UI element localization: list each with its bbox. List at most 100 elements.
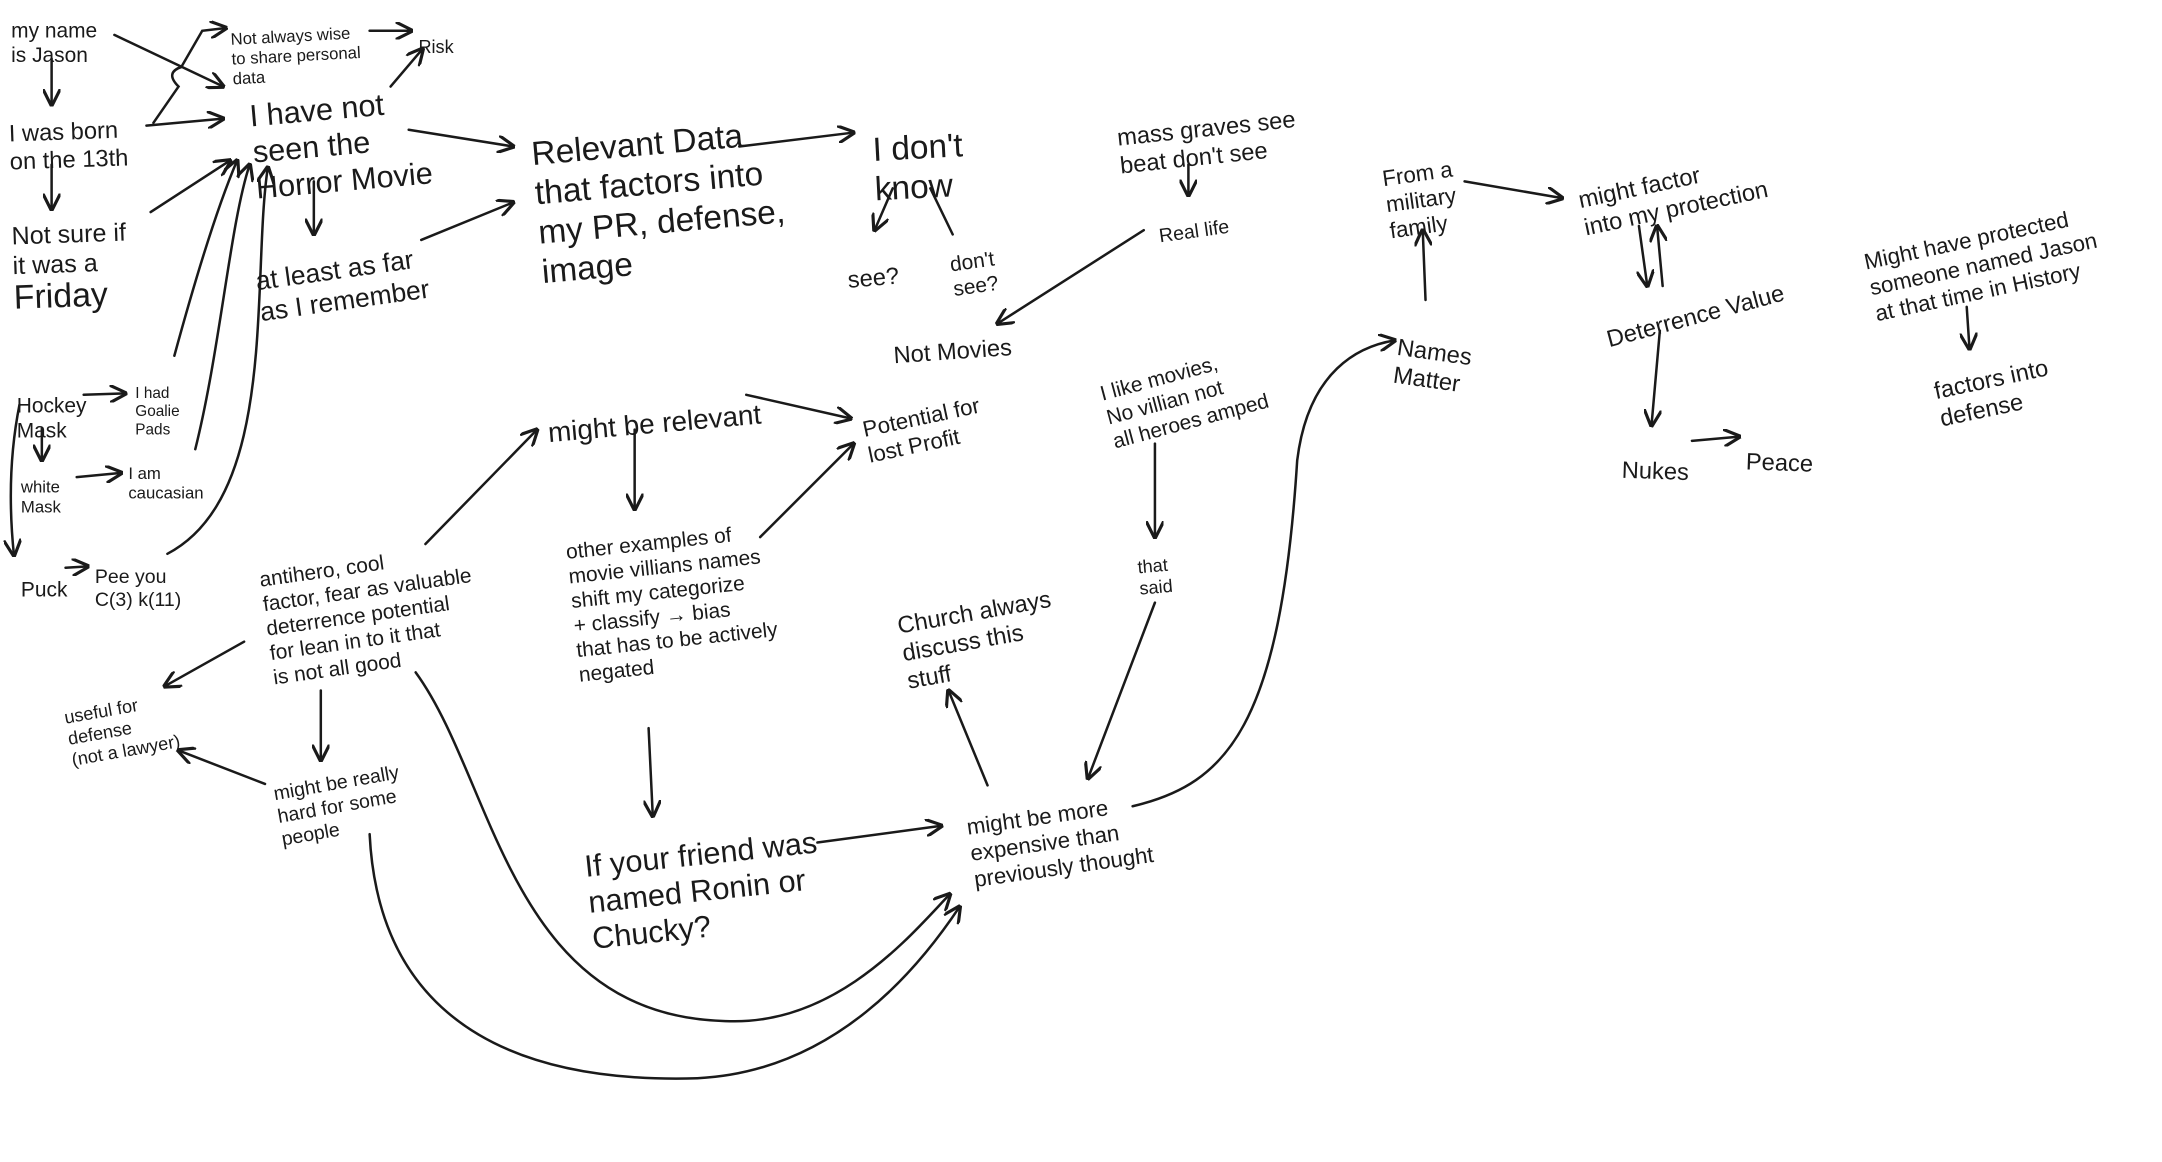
node-line: it was a xyxy=(12,249,98,280)
node-line: C(3) k(11) xyxy=(95,589,181,611)
arrow-goalie-to-not-seen xyxy=(173,160,237,357)
arrow-deterrence-to-might-factor xyxy=(1657,226,1663,288)
arrow-antihero-to-expensive xyxy=(414,671,950,1023)
node-line: I am xyxy=(128,464,161,483)
node-line: might be relevant xyxy=(547,399,763,449)
arrow-military-to-might-factor xyxy=(1463,180,1563,198)
node-line: know xyxy=(874,167,955,208)
arrow-caucasian-to-not-seen xyxy=(194,165,249,451)
arrow-friday-to-not-seen xyxy=(149,160,231,214)
node-not-seen: I have notseen theHorror Movie xyxy=(248,83,434,206)
arrow-antihero-to-useful xyxy=(165,640,246,687)
node-line: Mask xyxy=(17,419,67,442)
node-line: Risk xyxy=(418,37,454,57)
node-other-examples: other examples ofmovie villians namesshi… xyxy=(565,520,782,687)
node-might-factor: might factorinto my protection xyxy=(1576,163,1770,242)
node-text: I don'tknow xyxy=(872,127,967,208)
node-line: on the 13th xyxy=(9,145,128,175)
node-risk: Risk xyxy=(418,37,454,57)
node-peace: Peace xyxy=(1745,449,1813,477)
node-line: said xyxy=(1139,576,1174,599)
node-text: Real life xyxy=(1158,216,1231,248)
node-line: Mask xyxy=(21,497,62,516)
node-line: stuff xyxy=(905,661,954,694)
node-text: NamesMatter xyxy=(1391,335,1473,399)
node-text: I have notseen theHorror Movie xyxy=(248,83,434,205)
arrow-not-seen-to-risk xyxy=(389,49,423,88)
node-deterrence: Deterrence Value xyxy=(1604,281,1787,353)
arrow-pee-you-to-not-seen xyxy=(166,167,267,556)
arrow-expensive-to-church xyxy=(948,690,989,787)
node-protected: Might have protectedsomeone named Jasona… xyxy=(1862,207,2099,326)
node-text: other examples ofmovie villians namesshi… xyxy=(565,520,782,687)
node-line: Puck xyxy=(21,579,68,602)
arrow-friend-to-expensive xyxy=(816,826,941,844)
node-nukes: Nukes xyxy=(1621,458,1689,486)
node-text: Nukes xyxy=(1621,458,1689,486)
arrow-real-life-to-not-movies xyxy=(997,228,1146,323)
arrow-other-to-friend xyxy=(649,726,653,816)
node-text: I was bornon the 13th xyxy=(8,117,128,175)
node-text: don'tsee? xyxy=(948,247,1000,301)
line-dont-know-to-dont-see xyxy=(929,187,954,236)
node-text: Relevant Datathat factors intomy PR, def… xyxy=(530,115,790,291)
node-text: If your friend wasnamed Ronin orChucky? xyxy=(583,825,826,956)
arrow-nukes-to-peace xyxy=(1690,437,1739,441)
node-text: Not always wiseto share personaldata xyxy=(230,23,362,88)
node-text: might be reallyhard for somepeople xyxy=(272,761,409,850)
arrow-deterrence-to-nukes xyxy=(1651,329,1659,426)
node-line: Real life xyxy=(1158,216,1231,248)
node-line: Peace xyxy=(1745,449,1813,477)
arrow-hockey-to-puck xyxy=(11,403,20,556)
node-text: at least as faras I remember xyxy=(254,243,432,327)
node-line: I don't xyxy=(872,127,965,169)
node-factors-defense: factors intodefense xyxy=(1932,355,2051,432)
node-text: Potential forlost Profit xyxy=(860,393,988,468)
node-line: my name xyxy=(11,19,97,42)
arrow-born-to-not-seen xyxy=(145,119,223,126)
node-dont-see: don'tsee? xyxy=(948,247,1000,301)
node-that-said: thatsaid xyxy=(1137,555,1174,599)
node-text: From amilitaryfamily xyxy=(1381,156,1463,243)
node-text: might be moreexpensive thanpreviously th… xyxy=(965,790,1156,892)
arrow-relevant-to-dont-know xyxy=(738,133,853,148)
arrow-expensive-to-names xyxy=(1131,340,1395,808)
node-born: I was bornon the 13th xyxy=(8,117,128,176)
arrow-might-factor-to-deterrence xyxy=(1639,224,1647,286)
node-expensive: might be moreexpensive thanpreviously th… xyxy=(965,790,1156,892)
node-line: Pee you xyxy=(95,566,167,588)
node-dont-know: I don'tknow xyxy=(872,127,967,208)
node-puck: Puck xyxy=(21,579,68,602)
arrow-names-to-military xyxy=(1423,230,1426,302)
node-line: image xyxy=(540,246,634,291)
arrow-might-relevant-to-potential xyxy=(744,393,851,419)
arrow-that-said-to-expensive xyxy=(1088,601,1157,779)
node-text: Not Movies xyxy=(893,335,1013,369)
arrow-other-to-potential xyxy=(758,444,853,539)
node-line: I was born xyxy=(8,118,118,148)
arrow-puck-to-pee-you xyxy=(64,566,88,567)
node-friday: Not sure ifit was aFriday xyxy=(11,219,127,317)
node-military: From amilitaryfamily xyxy=(1381,156,1463,243)
node-like-movies: I like movies,No villian notall heroes a… xyxy=(1098,352,1272,453)
node-line: see? xyxy=(952,272,1000,301)
node-line: I had xyxy=(135,385,169,402)
node-church: Church alwaysdiscuss thisstuff xyxy=(896,587,1063,695)
node-text: useful fordefense(not a lawyer) xyxy=(63,689,182,770)
node-line: data xyxy=(232,68,266,89)
node-not-wise: Not always wiseto share personaldata xyxy=(230,23,362,89)
node-mass-graves: mass graves seebeat don't see xyxy=(1116,107,1297,179)
arrow-protected-to-factors xyxy=(1967,305,1970,349)
node-as-far: at least as faras I remember xyxy=(254,243,432,327)
arrow-hard-to-expensive xyxy=(368,832,960,1080)
node-text: Church alwaysdiscuss thisstuff xyxy=(896,587,1063,695)
